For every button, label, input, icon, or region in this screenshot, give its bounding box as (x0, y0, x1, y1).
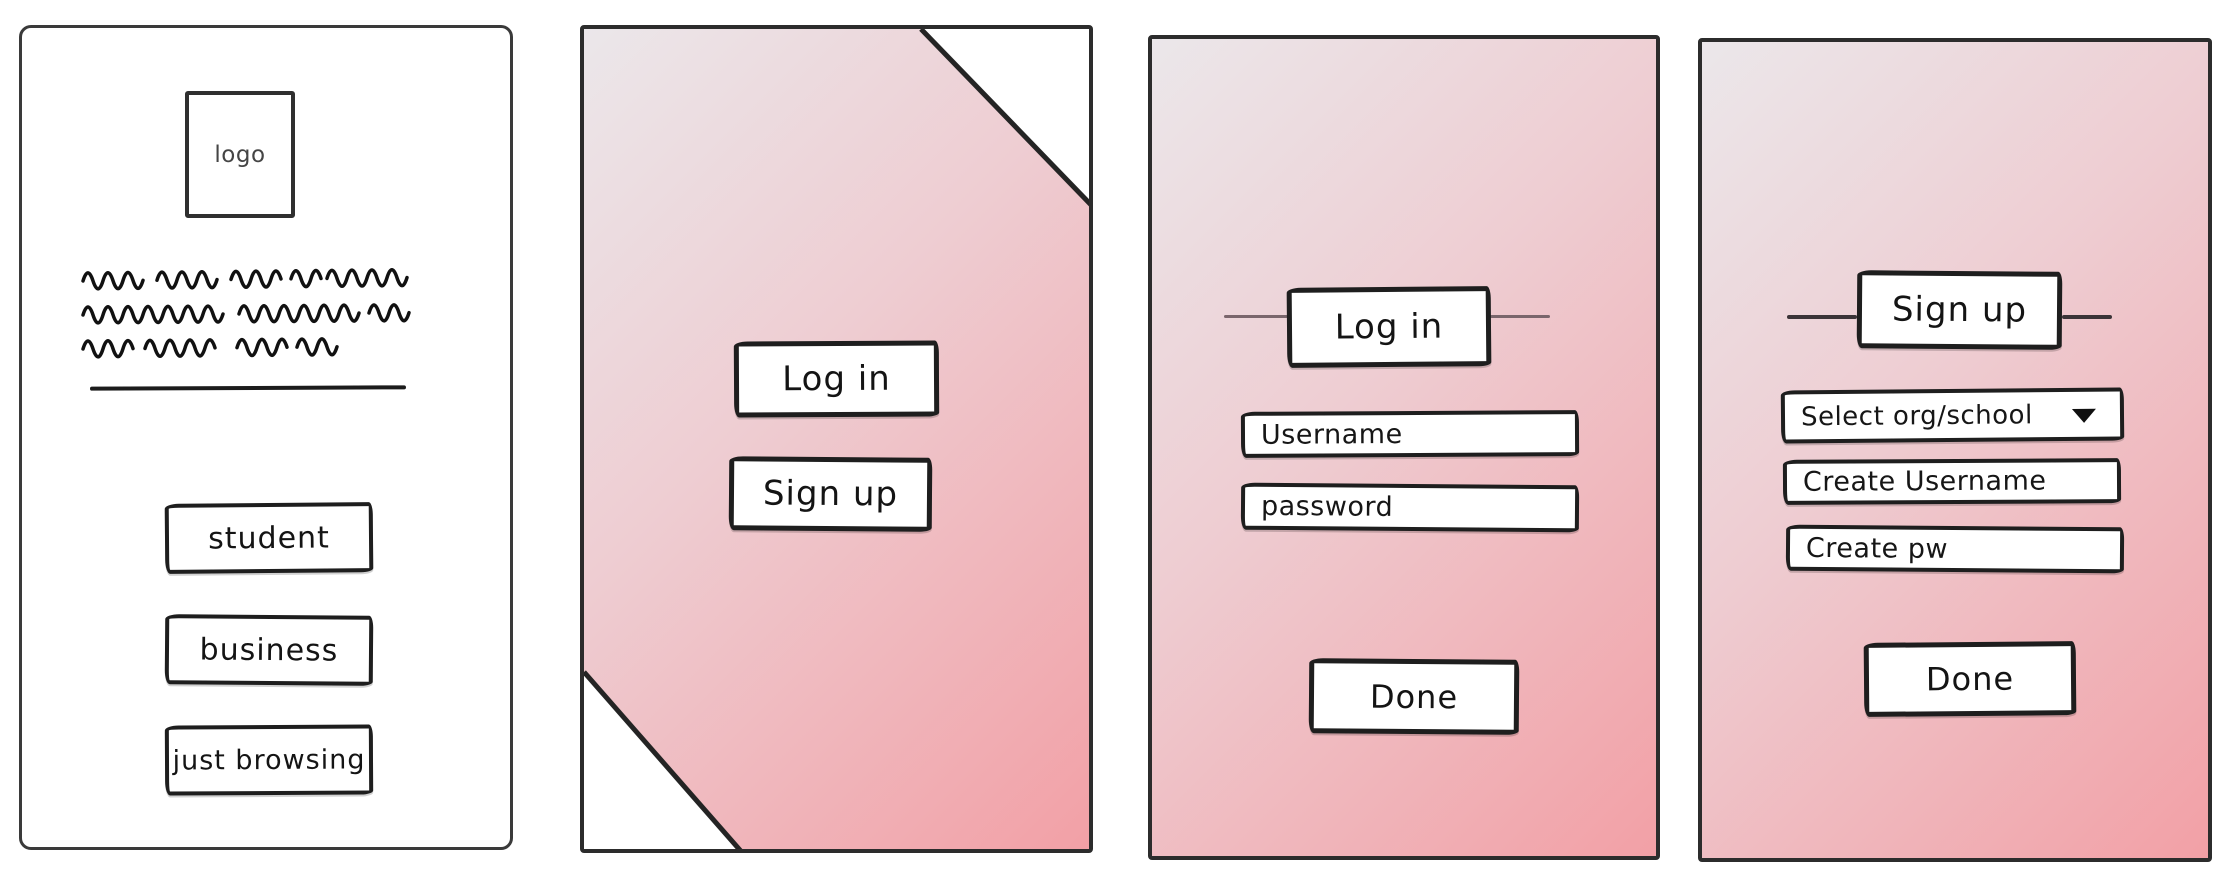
placeholder-scribble-text (81, 267, 411, 359)
title-divider-right (2062, 315, 2112, 319)
corner-fold-decoration (584, 29, 1089, 849)
done-button-label: Done (1925, 659, 2015, 699)
password-field[interactable]: password (1240, 482, 1580, 533)
create-pw-field[interactable]: Create pw (1785, 524, 2125, 574)
just-browsing-button-label: just browsing (172, 743, 366, 777)
placeholder-scribble-line (81, 337, 339, 359)
business-button[interactable]: business (164, 614, 374, 686)
login-button-label: Log in (782, 358, 891, 400)
placeholder-scribble-line (81, 303, 411, 325)
signup-button-label: Sign up (762, 473, 899, 515)
divider-line (89, 385, 407, 391)
create-pw-field-placeholder: Create pw (1805, 532, 1949, 565)
signup-title-label: Sign up (1891, 289, 2028, 331)
username-field-placeholder: Username (1260, 418, 1403, 451)
student-button[interactable]: student (164, 502, 374, 574)
screen-welcome: logo studen (19, 25, 513, 850)
org-school-dropdown[interactable]: Select org/school (1780, 387, 2125, 444)
login-button[interactable]: Log in (733, 340, 940, 418)
create-username-field[interactable]: Create Username (1782, 458, 2122, 505)
login-title-label: Log in (1334, 306, 1444, 348)
password-field-placeholder: password (1260, 490, 1394, 523)
caret-down-icon (2071, 408, 2097, 423)
screen-auth-choice: Log in Sign up (580, 25, 1093, 853)
student-button-label: student (208, 519, 330, 557)
business-button-label: business (199, 631, 339, 669)
signup-button[interactable]: Sign up (728, 456, 933, 532)
username-field[interactable]: Username (1240, 410, 1580, 458)
create-username-field-placeholder: Create Username (1802, 465, 2047, 498)
signup-title: Sign up (1856, 270, 2063, 350)
org-school-dropdown-value: Select org/school (1800, 399, 2033, 432)
title-divider-right (1490, 315, 1550, 318)
title-divider-left (1224, 315, 1288, 318)
placeholder-scribble-line (81, 267, 409, 291)
done-button-label: Done (1369, 677, 1459, 716)
done-button[interactable]: Done (1308, 658, 1520, 735)
done-button[interactable]: Done (1863, 641, 2077, 717)
logo-label: logo (214, 141, 266, 168)
screen-signup: Sign up Select org/school Create Usernam… (1698, 38, 2212, 862)
just-browsing-button[interactable]: just browsing (164, 724, 374, 796)
title-divider-left (1787, 315, 1857, 319)
logo-placeholder: logo (185, 91, 295, 218)
login-title: Log in (1286, 286, 1492, 368)
screen-login: Log in Username password Done (1148, 35, 1660, 860)
